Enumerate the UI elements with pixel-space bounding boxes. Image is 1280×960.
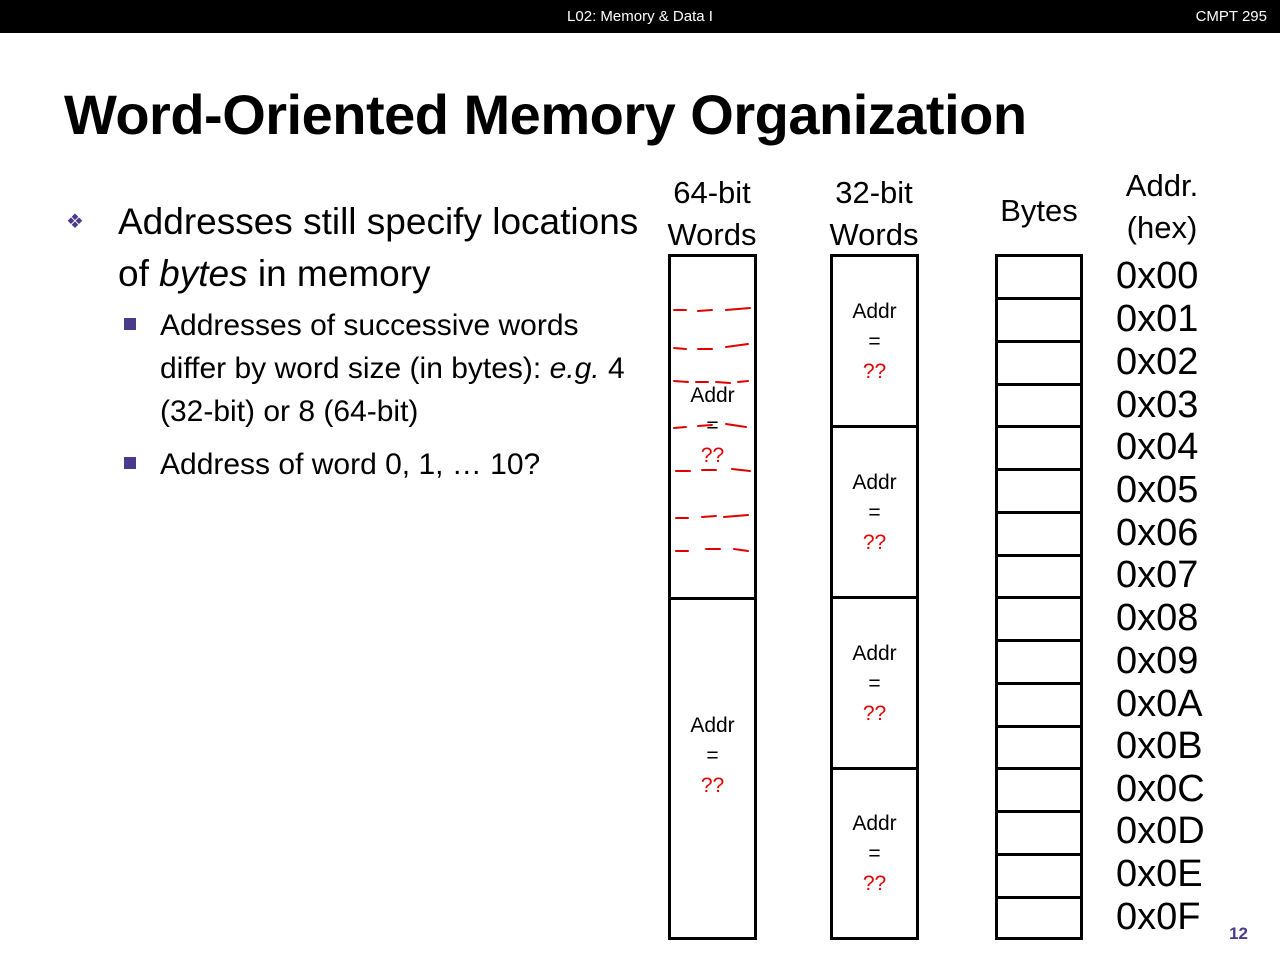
dash-line-6 (675, 514, 749, 519)
addr-text: Addr (852, 812, 897, 835)
header-addr-hex: Addr. (hex) (1106, 165, 1218, 249)
bullet-text-pre: Addresses still specify locations of (118, 201, 639, 294)
byte-divider (998, 853, 1080, 856)
column-32bit-words: Addr = ?? Addr = ?? Addr = ?? Addr = ?? (830, 254, 919, 940)
top-bar: L02: Memory & Data I CMPT 295 (0, 0, 1280, 33)
dash-line-2 (673, 343, 749, 350)
word32-0-label: Addr = ?? (833, 297, 916, 387)
dash-line-1 (673, 307, 751, 312)
word32-divider (833, 425, 916, 428)
eq-text: = (868, 330, 881, 353)
header-addr-line1: Addr. (1125, 168, 1199, 203)
word64-1-label: Addr = ?? (671, 711, 754, 801)
word32-2-label: Addr = ?? (833, 639, 916, 729)
byte-divider (998, 725, 1080, 728)
header-64bit-words: 64-bit Words (656, 172, 768, 256)
word64-divider (671, 597, 754, 600)
byte-divider (998, 383, 1080, 386)
hex-address: 0x0C (1116, 768, 1205, 810)
byte-divider (998, 297, 1080, 300)
hex-address: 0x0B (1116, 725, 1203, 767)
byte-divider (998, 682, 1080, 685)
lecture-title: L02: Memory & Data I (567, 8, 713, 25)
bullet-addresses: ❖ Addresses still specify locations of b… (64, 196, 644, 300)
byte-divider (998, 767, 1080, 770)
eq-text: = (868, 672, 881, 695)
bullet-text-post: in memory (247, 253, 431, 294)
hex-address: 0x0F (1116, 896, 1201, 938)
addr-text: Addr (852, 300, 897, 323)
dash-line-3 (673, 380, 749, 384)
byte-divider (998, 340, 1080, 343)
addr-text: Addr (690, 384, 735, 407)
unknown-address: ?? (862, 360, 887, 383)
hex-address: 0x03 (1116, 384, 1199, 426)
header-32bit-line1: 32-bit (835, 175, 913, 210)
header-64bit-line2: Words (667, 217, 757, 252)
sub-bullet-word-size: Addresses of successive words differ by … (64, 304, 644, 433)
header-bytes: Bytes (1000, 193, 1078, 228)
sub-bullet-question: Address of word 0, 1, … 10? (64, 443, 644, 486)
addr-text: Addr (690, 714, 735, 737)
hex-address: 0x04 (1116, 426, 1199, 468)
dash-line-4 (673, 423, 747, 429)
unknown-address: ?? (862, 702, 887, 725)
hex-address: 0x00 (1116, 255, 1199, 297)
hex-address: 0x01 (1116, 298, 1199, 340)
sub-bullet-text-end: 4 (32-bit) or 8 (64-bit) (160, 352, 625, 428)
bullet-list: ❖ Addresses still specify locations of b… (64, 196, 644, 486)
dash-line-5 (675, 468, 751, 472)
unknown-address: ?? (700, 444, 725, 467)
byte-divider (998, 554, 1080, 557)
sub-bullet-em: e.g. (549, 352, 600, 385)
square-bullet-icon (124, 457, 136, 469)
byte-divider (998, 596, 1080, 599)
byte-divider (998, 639, 1080, 642)
hex-address: 0x06 (1116, 512, 1199, 554)
byte-divider (998, 810, 1080, 813)
slide-title: Word-Oriented Memory Organization (64, 83, 1027, 146)
word32-divider (833, 596, 916, 599)
hex-address: 0x0D (1116, 810, 1205, 852)
handwritten-dash-annotations (673, 307, 751, 552)
hex-address: 0x08 (1116, 597, 1199, 639)
hex-address: 0x07 (1116, 554, 1199, 596)
header-32bit-line2: Words (829, 217, 919, 252)
unknown-address: ?? (700, 774, 725, 797)
byte-divider (998, 511, 1080, 514)
header-32bit-words: 32-bit Words (818, 172, 930, 256)
unknown-address: ?? (862, 531, 887, 554)
diamond-bullet-icon: ❖ (66, 211, 84, 233)
word32-divider (833, 767, 916, 770)
unknown-address: ?? (862, 872, 887, 895)
bullet-text-em: bytes (159, 253, 248, 294)
square-bullet-icon (124, 318, 136, 330)
byte-divider (998, 425, 1080, 428)
column-bytes (995, 254, 1083, 940)
eq-text: = (868, 501, 881, 524)
hex-address: 0x02 (1116, 341, 1199, 383)
eq-text: = (868, 842, 881, 865)
byte-divider (998, 468, 1080, 471)
dash-line-7 (675, 548, 749, 552)
question-text: Address of word 0, 1, … 10? (160, 448, 541, 481)
word64-0-label: Addr = ?? (671, 381, 754, 471)
header-addr-line2: (hex) (1126, 210, 1198, 245)
hex-address: 0x09 (1116, 640, 1199, 682)
course-code: CMPT 295 (1195, 8, 1267, 25)
word32-1-label: Addr = ?? (833, 468, 916, 558)
column-64bit-words: Addr = ?? Addr = ?? (668, 254, 757, 940)
header-64bit-line1: 64-bit (673, 175, 751, 210)
byte-divider (998, 896, 1080, 899)
word32-3-label: Addr = ?? (833, 809, 916, 899)
hex-address: 0x0E (1116, 853, 1203, 895)
hex-address: 0x05 (1116, 469, 1199, 511)
hex-address: 0x0A (1116, 683, 1203, 725)
addr-text: Addr (852, 642, 897, 665)
sub-bullet-text: Addresses of successive words differ by … (160, 309, 579, 385)
page-number: 12 (1229, 924, 1248, 943)
eq-text: = (706, 744, 719, 767)
addr-text: Addr (852, 471, 897, 494)
